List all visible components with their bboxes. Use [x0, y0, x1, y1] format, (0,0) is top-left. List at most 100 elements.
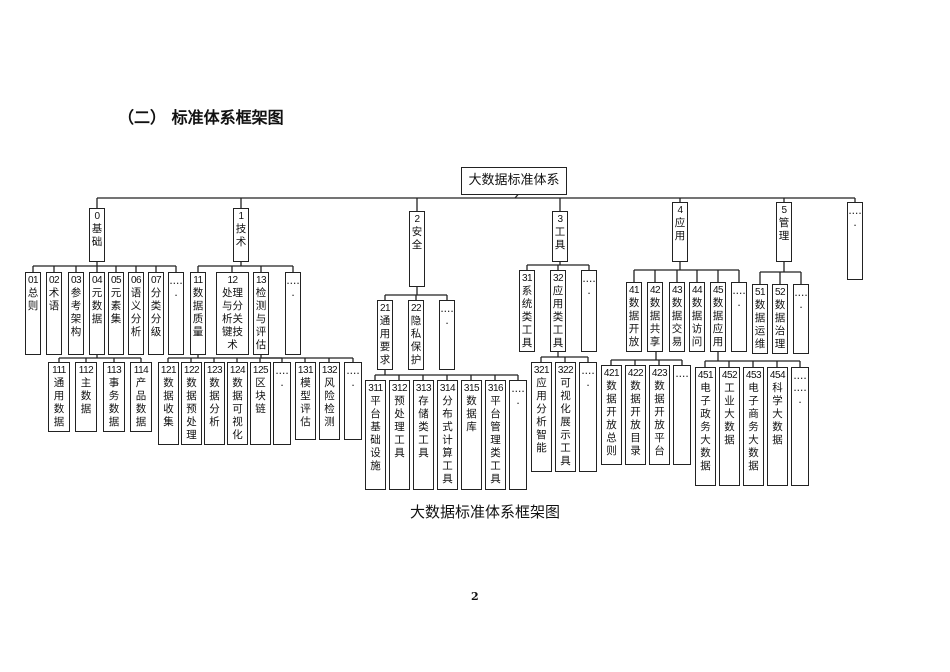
node-code: 132: [321, 365, 338, 376]
node-label: 数据运维: [754, 299, 766, 350]
node-label: ·····: [732, 288, 746, 312]
node-code: 06: [130, 275, 142, 286]
node-code: 316: [487, 383, 504, 394]
node-code: 453: [745, 370, 762, 381]
node-code: 111: [52, 365, 66, 376]
node-code: 313: [415, 383, 432, 394]
node-label: 安 全: [411, 226, 423, 251]
node-label: 工 具: [554, 226, 566, 251]
node-code: 03: [70, 275, 82, 286]
node-label: 处理与分析关键技术: [222, 287, 243, 351]
node-code: 0: [94, 211, 100, 222]
node-code: 04: [91, 275, 103, 286]
node-label: 检测与评估: [255, 287, 267, 351]
node-code: 12: [227, 275, 238, 286]
node-code: 13: [255, 275, 267, 286]
section-title: （二） 标准体系框架图: [118, 108, 284, 127]
node-code: 51: [754, 287, 766, 298]
node-label: 区块链: [255, 377, 266, 415]
node-label: 通用数据: [53, 377, 65, 428]
node-code: 07: [150, 275, 162, 286]
node-label: 数据治理: [774, 299, 786, 350]
node-code: 321: [533, 365, 550, 376]
node-label: 总则: [27, 287, 39, 312]
node-code: 121: [160, 365, 177, 376]
node-code: 44: [691, 285, 703, 296]
node-ellipsis: ·····: [579, 362, 597, 472]
node-code: 22: [410, 303, 422, 314]
node-ellipsis: ·····: [793, 284, 809, 354]
node-code: 454: [769, 370, 786, 381]
node-label: 数据开放: [628, 297, 640, 348]
node-label: ·····: [275, 368, 289, 392]
node-label: 数据交易: [671, 297, 683, 348]
node-code: 02: [48, 275, 60, 286]
node-label: 预处理工具: [394, 395, 405, 459]
node-label: 数据质量: [192, 287, 204, 338]
node-code: 42: [649, 285, 661, 296]
node-label: ·····: [582, 276, 596, 300]
node-label: 数据库: [466, 395, 477, 433]
node-label: 科学大数据: [772, 382, 783, 446]
node-label: 系统类工具: [521, 285, 533, 349]
node-code: 52: [774, 287, 786, 298]
node-ellipsis: ·····: [285, 272, 301, 355]
node-code: 131: [297, 365, 314, 376]
node-code: 43: [671, 285, 683, 296]
node-label: ·····: [286, 278, 300, 302]
node-label: 事务数据: [108, 377, 120, 428]
node-code: 21: [379, 303, 391, 314]
node-ellipsis: ·····: [344, 362, 362, 440]
node-label: 风险检测: [324, 377, 335, 428]
node-code: 452: [721, 370, 738, 381]
node-code: 315: [463, 383, 480, 394]
node-code: 113: [106, 365, 122, 376]
root-node: 大数据标准体系: [461, 167, 567, 195]
node-label: 数据开放目录: [630, 380, 641, 457]
node-label: ····: [675, 371, 689, 383]
node-code: 31: [521, 273, 533, 284]
node-code: 4: [677, 205, 683, 216]
node-label: 平台管理类工具: [490, 395, 501, 485]
node-code: 41: [628, 285, 640, 296]
node-code: 3: [557, 214, 563, 225]
node-code: 423: [651, 368, 668, 379]
node-label: ·····: [440, 306, 454, 330]
node-label: 应用类工具: [552, 285, 564, 349]
node-ellipsis: ····: [673, 365, 691, 465]
node-label: 参考架构: [70, 287, 82, 338]
node-label: ·········: [793, 373, 807, 409]
node-label: 数据访问: [691, 297, 703, 348]
node-label: 数据收集: [163, 377, 174, 428]
node-code: 2: [414, 214, 420, 225]
node-code: 124: [229, 365, 246, 376]
node-ellipsis: ·····: [731, 282, 747, 352]
node-code: 112: [78, 365, 94, 376]
